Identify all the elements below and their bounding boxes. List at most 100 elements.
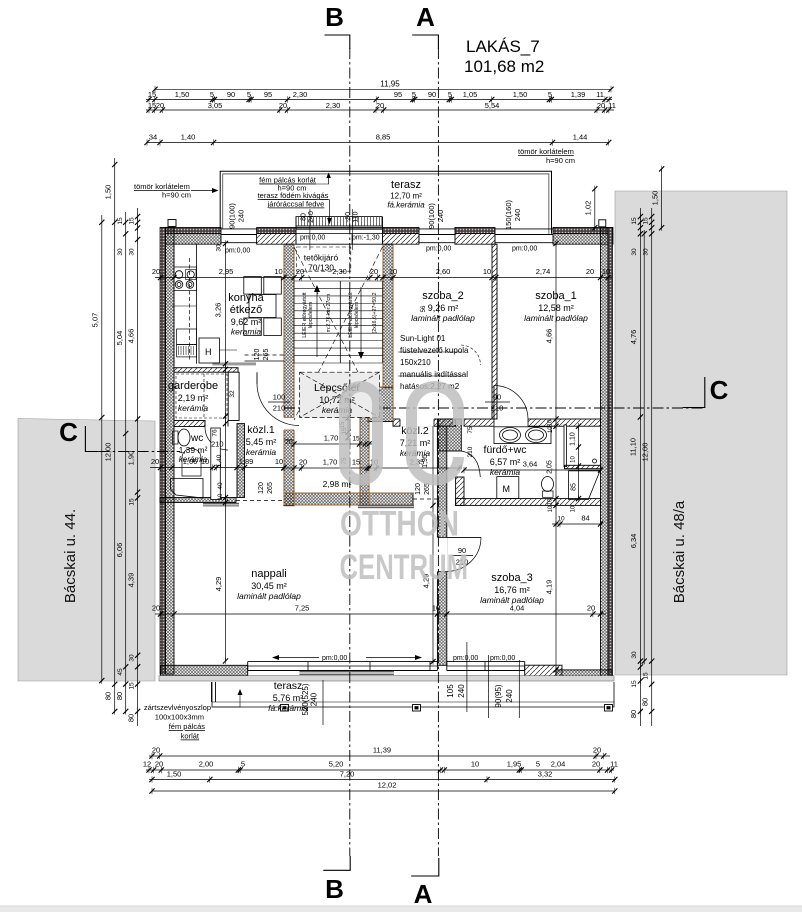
svg-text:210: 210 (456, 558, 469, 567)
svg-text:étkező: étkező (230, 304, 262, 316)
svg-text:10: 10 (275, 457, 283, 466)
svg-text:90(100): 90(100) (427, 203, 436, 229)
svg-text:90(100): 90(100) (228, 203, 237, 229)
svg-text:kerámia: kerámia (246, 447, 277, 457)
svg-text:h=90 cm: h=90 cm (278, 184, 307, 193)
svg-text:20: 20 (155, 760, 163, 769)
svg-text:90: 90 (428, 90, 436, 99)
svg-text:150(160): 150(160) (504, 199, 513, 230)
svg-text:10: 10 (602, 267, 610, 276)
svg-text:240: 240 (237, 210, 246, 223)
svg-text:1,89: 1,89 (239, 457, 254, 466)
svg-text:80: 80 (641, 698, 650, 706)
svg-text:240: 240 (513, 209, 522, 222)
svg-text:85: 85 (570, 483, 577, 491)
svg-text:pm:0,00: pm:0,00 (426, 246, 451, 253)
svg-text:15: 15 (129, 682, 136, 690)
svg-text:1,50: 1,50 (104, 185, 113, 200)
svg-text:OTTHON: OTTHON (340, 505, 459, 544)
svg-text:15: 15 (129, 217, 136, 225)
svg-text:1,06: 1,06 (183, 457, 198, 466)
svg-text:240: 240 (457, 684, 466, 698)
svg-text:15: 15 (117, 217, 124, 225)
svg-text:lépcsőelem: lépcsőelem (354, 302, 360, 328)
svg-text:90: 90 (227, 90, 235, 99)
svg-text:90: 90 (493, 393, 501, 402)
svg-text:10: 10 (557, 516, 565, 523)
svg-text:20: 20 (152, 746, 160, 755)
svg-text:laminált padlólap: laminált padlólap (480, 595, 544, 605)
svg-text:7,25: 7,25 (295, 604, 310, 613)
svg-text:8,85: 8,85 (376, 132, 391, 141)
svg-text:15: 15 (148, 90, 156, 99)
svg-text:4,04: 4,04 (510, 604, 525, 613)
svg-text:120: 120 (415, 483, 422, 495)
svg-text:3,26: 3,26 (214, 303, 223, 318)
svg-text:84: 84 (581, 514, 589, 523)
svg-text:5: 5 (210, 90, 214, 99)
svg-text:6,06: 6,06 (115, 543, 124, 558)
svg-text:11,39: 11,39 (373, 746, 391, 755)
svg-text:30: 30 (631, 651, 638, 659)
svg-text:265: 265 (424, 483, 431, 495)
svg-text:2,98 m²: 2,98 m² (323, 479, 352, 489)
svg-text:10: 10 (548, 498, 554, 505)
svg-text:10: 10 (471, 760, 479, 769)
svg-text:7,20: 7,20 (340, 770, 355, 779)
svg-text:1,95: 1,95 (422, 454, 429, 468)
svg-text:265: 265 (267, 482, 274, 494)
svg-text:15: 15 (643, 217, 650, 225)
svg-text:tömör korlátelem: tömör korlátelem (134, 182, 190, 191)
svg-text:11,10: 11,10 (629, 438, 638, 456)
svg-text:32: 32 (229, 390, 236, 398)
svg-text:zártszevlvényoszlop: zártszevlvényoszlop (144, 703, 211, 712)
svg-text:pm:-1,30: pm:-1,30 (352, 235, 380, 242)
svg-text:járóráccsal fedve: járóráccsal fedve (267, 200, 325, 209)
svg-text:5,45 m²: 5,45 m² (246, 437, 277, 447)
svg-text:80: 80 (629, 710, 638, 718)
svg-text:20: 20 (376, 101, 384, 110)
svg-text:5,20: 5,20 (329, 760, 344, 769)
svg-text:1,39: 1,39 (571, 90, 586, 99)
svg-text:15: 15 (643, 672, 650, 680)
svg-text:A: A (416, 2, 435, 32)
svg-text:kerámia: kerámia (178, 403, 209, 413)
svg-text:30: 30 (643, 248, 650, 256)
svg-text:pm:0,00: pm:0,00 (490, 655, 515, 662)
svg-text:20: 20 (370, 267, 378, 276)
svg-text:20: 20 (592, 760, 600, 769)
svg-text:210: 210 (467, 446, 474, 457)
svg-text:2,00: 2,00 (199, 760, 214, 769)
svg-text:11: 11 (596, 90, 604, 99)
svg-text:11: 11 (608, 101, 616, 110)
svg-text:1,50: 1,50 (175, 90, 190, 99)
svg-text:80: 80 (127, 714, 136, 722)
svg-text:2,95: 2,95 (219, 267, 234, 276)
svg-text:pm:0,00: pm:0,00 (453, 655, 478, 662)
svg-text:1,70: 1,70 (323, 458, 338, 467)
svg-text:5: 5 (247, 90, 251, 99)
svg-text:4,76: 4,76 (629, 330, 638, 345)
svg-text:terasz: terasz (274, 680, 303, 692)
svg-text:12,00: 12,00 (104, 443, 113, 462)
svg-text:30: 30 (129, 654, 136, 662)
svg-text:20: 20 (593, 746, 601, 755)
svg-text:Sun-Light 01: Sun-Light 01 (400, 334, 446, 343)
svg-text:20: 20 (152, 267, 160, 276)
svg-text:12,00: 12,00 (641, 443, 650, 462)
svg-text:105: 105 (446, 684, 455, 698)
svg-text:76: 76 (212, 429, 219, 437)
svg-text:közl.1: közl.1 (247, 424, 275, 436)
svg-text:A: A (414, 879, 433, 909)
svg-text:pm:0,00: pm:0,00 (322, 655, 347, 662)
svg-text:1,70: 1,70 (324, 434, 339, 443)
svg-text:20: 20 (152, 604, 160, 613)
svg-text:4,66: 4,66 (545, 329, 554, 344)
svg-text:manuális indítással: manuális indítással (400, 370, 468, 379)
svg-text:tetőkijáró: tetőkijáró (304, 253, 339, 263)
svg-text:pm:0,00: pm:0,00 (512, 246, 537, 253)
svg-text:5,07: 5,07 (91, 313, 100, 328)
svg-text:2,05: 2,05 (547, 460, 554, 474)
svg-text:20: 20 (279, 101, 287, 110)
svg-text:15: 15 (148, 101, 156, 110)
